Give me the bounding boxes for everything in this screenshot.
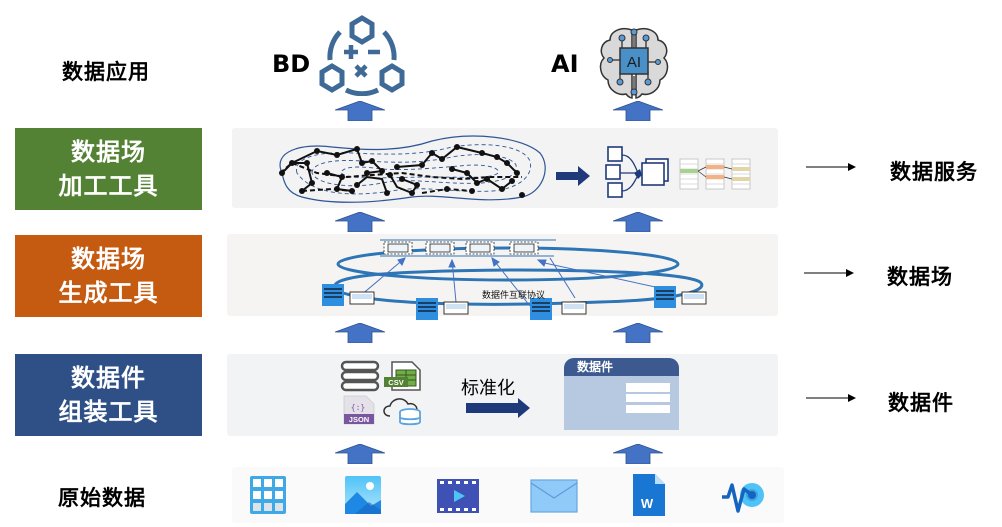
- data-item-card-title: 数据件: [564, 358, 679, 376]
- video-icon: [437, 479, 479, 513]
- up-arrow: [613, 444, 663, 464]
- output-label-data-field: 数据场: [887, 265, 953, 289]
- standardize-arrow: [466, 398, 530, 418]
- up-arrow: [335, 323, 385, 343]
- up-arrow: [335, 212, 385, 232]
- bd-label: BD: [272, 50, 311, 78]
- assembly-panel: [227, 354, 778, 436]
- layer-box-assembly-line2: 组装工具: [58, 398, 159, 426]
- layer-box-generation: 数据场 生成工具: [15, 235, 202, 317]
- layer-box-processing: 数据场 加工工具: [15, 128, 202, 210]
- up-arrow: [335, 101, 385, 121]
- signal-sensor-icon: [722, 483, 764, 513]
- interconnect-protocol-label: 数据件互联协议: [482, 291, 546, 301]
- right-arrow: [806, 163, 856, 171]
- json-braces-text: {:}: [351, 403, 365, 412]
- json-file-icon: {:} JSON: [343, 395, 375, 425]
- up-arrow: [335, 444, 385, 464]
- layer-box-generation-line2: 生成工具: [58, 279, 159, 307]
- word-badge-text: W: [641, 496, 654, 511]
- csv-badge-text: CSV: [388, 378, 403, 387]
- layer-box-assembly: 数据件 组装工具: [15, 354, 202, 436]
- process-right-arrow: [556, 166, 590, 186]
- ai-chip-text: AI: [627, 54, 641, 71]
- card-field: [626, 405, 670, 413]
- up-arrow: [613, 212, 663, 232]
- data-field-network-diagram: [322, 239, 707, 320]
- right-arrow: [804, 269, 854, 277]
- data-item-card: 数据件: [564, 358, 679, 430]
- layer-box-assembly-line1: 数据件: [71, 364, 146, 392]
- layer-label-application: 数据应用: [62, 60, 150, 84]
- output-label-data-item: 数据件: [888, 391, 954, 415]
- model-pipeline-icon: [605, 146, 669, 198]
- standardize-label: 标准化: [461, 378, 515, 399]
- ai-label: AI: [551, 50, 579, 78]
- raw-data-panel: [232, 467, 784, 523]
- ai-brain-chip-icon: AI: [599, 28, 669, 99]
- card-field: [626, 383, 670, 392]
- up-arrow: [613, 323, 663, 343]
- table-grid-icon: [250, 476, 286, 514]
- image-icon: [345, 476, 381, 514]
- mail-icon: [530, 479, 578, 513]
- peer-node-icons: [383, 241, 539, 255]
- database-icon: [340, 360, 380, 392]
- cloud-database-icon: [383, 398, 421, 426]
- up-arrow: [613, 101, 663, 121]
- layer-box-generation-line1: 数据场: [71, 245, 146, 273]
- word-document-icon: W: [633, 474, 665, 516]
- csv-file-icon: CSV: [384, 361, 421, 391]
- big-data-hex-icon: [319, 15, 405, 96]
- layered-database-stack-icon: [679, 158, 751, 190]
- layer-box-processing-line2: 加工工具: [58, 172, 159, 200]
- data-field-graph-icon: [279, 135, 546, 203]
- json-badge-text: JSON: [349, 415, 369, 424]
- right-arrow: [806, 394, 856, 402]
- layer-box-processing-line1: 数据场: [71, 138, 146, 166]
- layer-label-raw: 原始数据: [58, 486, 146, 510]
- card-field: [626, 394, 670, 402]
- output-label-data-service: 数据服务: [890, 160, 978, 184]
